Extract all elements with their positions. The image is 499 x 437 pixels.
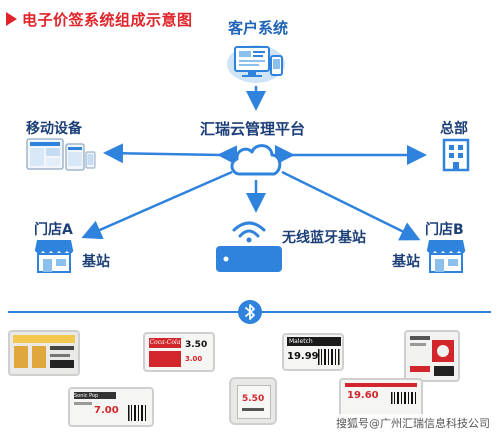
- esl-label-6-price: 5.50: [242, 394, 265, 404]
- mobile-device-label: 移动设备: [26, 121, 82, 137]
- title-arrow-icon: [6, 12, 17, 26]
- watermark: 搜狐号@广州汇瑞信息科技公司: [333, 414, 493, 432]
- client-system-label: 客户系统: [228, 19, 289, 37]
- esl-label-1: [8, 330, 80, 376]
- esl-label-3-product: Maletch: [287, 337, 341, 346]
- diagram-title: 电子价签系统组成示意图: [6, 9, 193, 29]
- building-icon: [440, 138, 474, 172]
- store-b-label: 门店B: [425, 222, 464, 238]
- esl-label-5-product: Sonic Pop: [74, 393, 99, 399]
- base-station-left-label: 基站: [82, 254, 110, 270]
- arrow-cloud-store-b: [281, 170, 421, 241]
- arrow-cloud-store-a: [81, 170, 233, 240]
- esl-label-5-price: 7.00: [94, 405, 119, 416]
- arrow-cloud-mobile: [103, 143, 238, 166]
- title-text: 电子价签系统组成示意图: [22, 10, 193, 29]
- esl-label-2-price2: 3.00: [185, 355, 203, 363]
- headquarters-label: 总部: [440, 121, 468, 137]
- mobile-device-icon: [26, 138, 96, 174]
- store-b-icon: [426, 238, 466, 274]
- wireless-base-station-label: 无线蓝牙基站: [282, 230, 366, 246]
- esl-label-3: Maletch 19.99: [282, 333, 344, 371]
- esl-label-6: 5.50: [229, 377, 277, 425]
- esl-label-2-brand: Coca-Cola: [149, 338, 181, 348]
- wireless-router-icon: [214, 218, 284, 276]
- cloud-icon: [226, 140, 286, 180]
- cloud-platform-label: 汇瑞云管理平台: [200, 120, 306, 138]
- connection-arrows: [81, 86, 427, 241]
- esl-label-4: [404, 330, 460, 382]
- bluetooth-icon: [238, 300, 262, 324]
- esl-label-2: Coca-Cola 3.50 3.00: [143, 332, 215, 372]
- client-system-icon: [226, 38, 286, 84]
- esl-label-7-price: 19.60: [347, 390, 379, 401]
- esl-label-3-price: 19.99: [287, 351, 319, 362]
- esl-label-2-price: 3.50: [185, 340, 208, 350]
- base-station-right-label: 基站: [392, 254, 420, 270]
- store-a-label: 门店A: [34, 222, 73, 238]
- esl-label-5: 7.00 Sonic Pop: [68, 387, 154, 427]
- store-a-icon: [34, 238, 74, 274]
